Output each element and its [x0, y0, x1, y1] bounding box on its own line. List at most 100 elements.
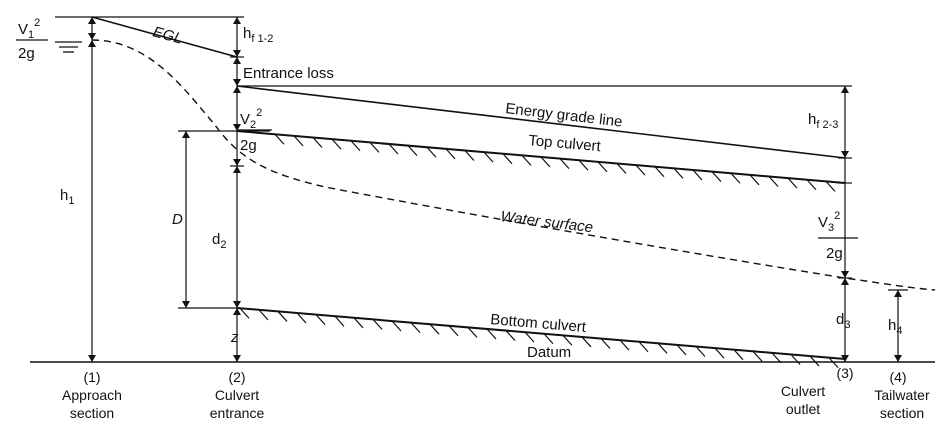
arrowhead: [233, 50, 241, 57]
hatch-mark: [673, 167, 684, 179]
hatch-mark: [695, 346, 706, 357]
svg-text:V32: V32: [818, 210, 840, 234]
hatch-mark: [809, 355, 820, 367]
svg-text:2g: 2g: [826, 245, 843, 262]
v3-velocity-head-label: V32 2g: [818, 210, 858, 262]
svg-text:(1): (1): [83, 369, 100, 385]
hatch-mark: [445, 148, 456, 160]
hatch-mark: [562, 334, 573, 346]
arrowhead: [233, 301, 241, 308]
arrowhead: [88, 33, 96, 40]
arrowhead: [182, 131, 190, 138]
hatch-mark: [771, 352, 782, 364]
svg-text:2g: 2g: [240, 137, 257, 154]
hatch-mark: [657, 342, 668, 354]
arrowhead: [233, 57, 241, 64]
svg-text:section: section: [70, 405, 114, 421]
arrowhead: [88, 355, 96, 362]
egl-label: EGL: [151, 23, 184, 47]
svg-text:Culvert: Culvert: [215, 387, 259, 403]
hatch-mark: [467, 326, 478, 338]
hatch-mark: [828, 357, 839, 369]
svg-text:V12: V12: [18, 17, 40, 41]
arrowhead: [894, 355, 902, 362]
svg-text:2g: 2g: [18, 45, 35, 62]
bottom-culvert-line: [236, 307, 846, 360]
hatch-mark: [692, 169, 703, 181]
arrowhead: [233, 159, 241, 166]
entrance-loss-label: Entrance loss: [243, 65, 334, 82]
hatch-mark: [749, 174, 760, 186]
water-surface-line: [91, 39, 936, 291]
hatch-mark: [293, 135, 304, 147]
hatch-mark: [448, 325, 459, 337]
hatch-mark: [524, 331, 535, 343]
hatch-mark: [350, 140, 361, 152]
hatch-mark: [619, 339, 630, 351]
dimension-arrows: [88, 17, 902, 362]
hatch-mark: [277, 311, 288, 322]
hatch-mark: [616, 163, 627, 174]
arrowhead: [233, 308, 241, 315]
arrowhead: [233, 17, 241, 24]
hatch-mark: [733, 349, 744, 361]
hatch-mark: [315, 314, 326, 326]
svg-text:(3): (3): [836, 365, 853, 381]
hatch-mark: [426, 146, 437, 158]
d2-label: d2: [212, 231, 226, 251]
arrowhead: [233, 86, 241, 93]
water-surface-label: Water surface: [500, 208, 594, 236]
svg-text:Culvert: Culvert: [781, 383, 825, 399]
arrowhead: [233, 79, 241, 86]
d-culvert-height-label: D: [172, 211, 183, 228]
hatch-mark: [790, 354, 801, 365]
hatch-mark: [597, 161, 608, 173]
hatch-mark: [638, 341, 649, 353]
energy-grade-line-label: Energy grade line: [505, 100, 624, 131]
hatch-mark: [334, 315, 345, 327]
hatch-mark: [388, 143, 399, 155]
hatch-mark: [486, 328, 497, 340]
svg-text:outlet: outlet: [786, 401, 820, 417]
hatch-mark: [714, 347, 725, 359]
egl-line: [91, 16, 238, 58]
hatch-mark: [407, 145, 418, 157]
hatch-mark: [369, 141, 380, 153]
section-2-caption: (2) Culvert entrance: [210, 369, 265, 421]
hatch-mark: [654, 166, 665, 178]
svg-text:V22: V22: [240, 107, 262, 131]
hf23-label: hf 2-3: [808, 111, 838, 131]
hatch-mark: [711, 171, 722, 183]
hatch-mark: [635, 164, 646, 176]
hatch-mark: [353, 317, 364, 329]
hatch-mark: [391, 320, 402, 332]
d3-label: d3: [836, 311, 850, 331]
hatch-mark: [787, 177, 798, 189]
arrowhead: [182, 301, 190, 308]
svg-text:section: section: [880, 405, 924, 421]
hatch-mark: [730, 172, 741, 184]
hatch-mark: [296, 312, 307, 324]
hatch-mark: [464, 150, 475, 161]
hatch-mark: [806, 179, 817, 191]
hatch-mark: [372, 319, 383, 330]
section-3-caption: (3) Culvert outlet: [781, 365, 854, 417]
arrowhead: [233, 355, 241, 362]
h1-label: h1: [60, 187, 74, 207]
z-label: z: [230, 329, 239, 346]
hatch-mark: [581, 336, 592, 348]
hatch-mark: [600, 338, 611, 349]
arrowhead: [841, 86, 849, 93]
hf12-label: hf 1-2: [243, 25, 273, 45]
svg-text:(2): (2): [228, 369, 245, 385]
hatch-mark: [676, 344, 687, 356]
hatch-mark: [239, 307, 250, 319]
svg-text:Approach: Approach: [62, 387, 122, 403]
hatch-mark: [578, 159, 589, 171]
svg-text:entrance: entrance: [210, 405, 265, 421]
arrowhead: [88, 17, 96, 24]
top-culvert-label: Top culvert: [528, 132, 603, 155]
v2-velocity-head-label: V22 2g: [238, 107, 272, 154]
section-1-caption: (1) Approach section: [62, 369, 122, 421]
